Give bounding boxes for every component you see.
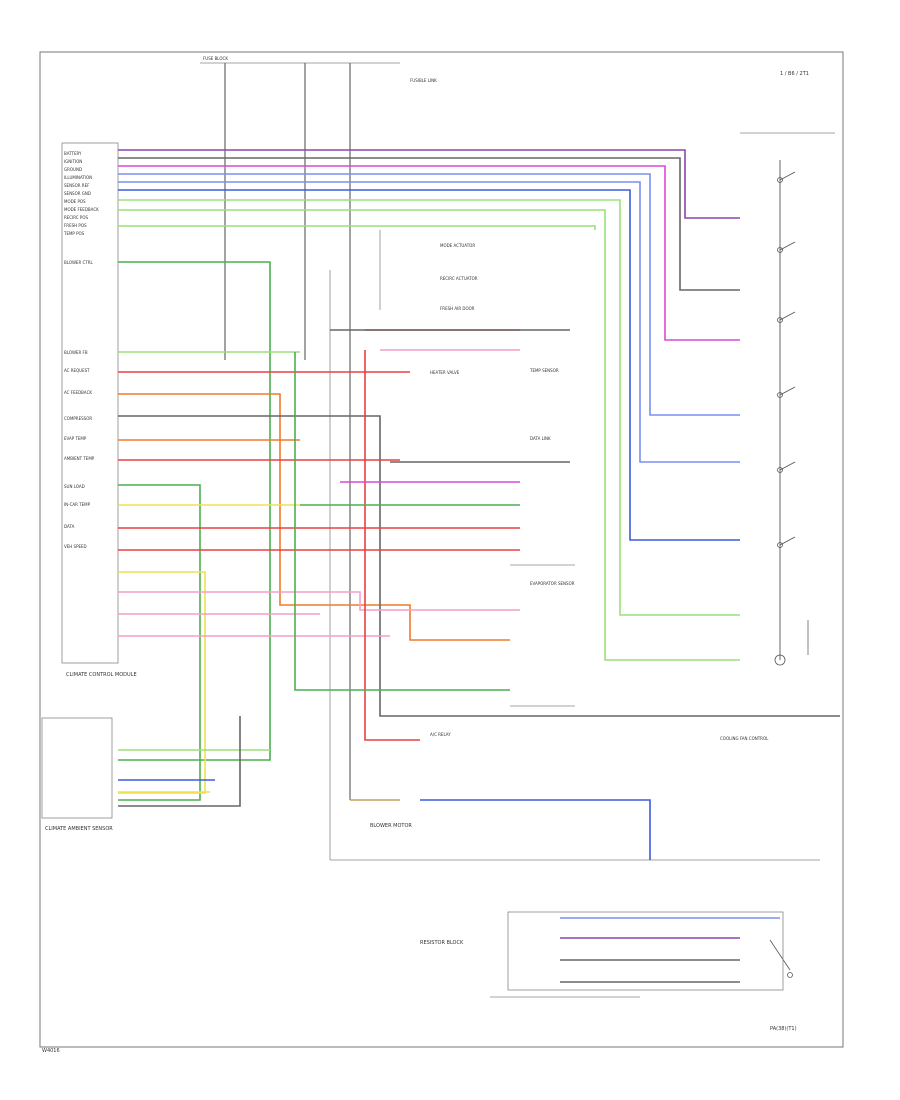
switch-contact-icon [777,392,783,398]
right-component-stack [769,160,809,978]
wire-gray [118,716,241,807]
switch-contact-icon [777,247,783,253]
top-right-note: 1 / B6 / 2T1 [780,71,809,77]
temp-sensor-label: TEMP SENSOR [529,368,559,373]
evap-sensor-label: EVAPORATOR SENSOR [530,581,575,586]
module-pin-labels: BATTERY IGNITION GROUND ILLUMINATION SENSOR … [63,151,99,549]
ambient-sensor-title: CLIMATE AMBIENT SENSOR [45,826,113,832]
wire-violet [118,149,740,219]
middle-components: MODE ACTUATOR RECIRC ACTUATOR FRESH AIR … [370,230,769,829]
module-pin-label: EVAP TEMP [64,436,87,441]
data-link-label: DATA LINK [530,436,551,441]
resistor-block-label: RESISTOR BLOCK [420,940,464,946]
module-pin-label: SENSOR REF [64,183,90,188]
module-pin-label: RECIRC POS [64,215,88,220]
module-pin-label: SENSOR GND [64,191,91,196]
module-pin-label: TEMP POS [63,231,85,236]
switch-arm [779,461,796,471]
climate-ambient-sensor: CLIMATE AMBIENT SENSOR [41,717,113,832]
diagram-frame [39,51,844,1048]
module-pin-label: SUN LOAD [64,484,85,489]
switch-contact-icon [777,177,783,183]
module-pin-label: GROUND [64,167,82,172]
switch-arm [779,171,796,181]
module-pin-label: MODE FEEDBACK [64,207,99,212]
wire-yellow [118,571,206,794]
resistor-switch-arm [769,939,791,971]
wire-blue [118,189,740,541]
resistor-block: RESISTOR BLOCK [420,911,784,998]
module-pin-label: AC FEEDBACK [64,390,92,395]
wire-lightgreen [118,199,740,616]
wire-bundle [118,149,840,983]
module-pin-label: IN-CAR TEMP [64,502,91,507]
module-pin-label: COMPRESSOR [64,416,92,421]
fuse-block: FUSE BLOCK FUSIBLE LINK [200,56,437,83]
switch-contact-icon [777,542,783,548]
wire-blue [420,799,651,860]
wire-gray [118,415,840,717]
feed-lines [224,63,835,861]
wire-green [294,352,510,691]
climate-control-module: CLIMATE CONTROL MODULE BATTERY IGNITION GR… [61,142,137,678]
module-pin-label: BATTERY [64,151,82,156]
module-title: CLIMATE CONTROL MODULE [66,672,137,678]
fuse-block-label: FUSE BLOCK [203,56,228,61]
wire-gray [118,157,740,291]
fresh-air-door-label: FRESH AIR DOOR [440,306,475,311]
wire-green [118,261,271,761]
resistor-block-outline [507,911,784,991]
recirc-actuator-label: RECIRC ACTUATOR [440,276,478,281]
switch-arm [779,386,796,396]
wire-lightgreen [118,209,740,661]
wire-pink [118,591,520,611]
switch-contact-icon [777,317,783,323]
ac-relay-label: A/C RELAY [430,732,451,737]
module-pin-label: AMBIENT TEMP [64,456,95,461]
wire-green [118,484,201,801]
cooling-fan-label: COOLING FAN CONTROL [720,736,769,741]
corner-code: W4016 [42,1048,60,1054]
wire-lightblue [118,181,740,463]
motor-symbol-icon [774,654,786,666]
module-pin-label: IGNITION [64,159,82,164]
switch-contact-icon [777,467,783,473]
wire-lightblue [118,173,740,416]
heater-valve-label: HEATER VALVE [430,370,460,375]
wire-orange [118,393,510,641]
fusible-link-label: FUSIBLE LINK [410,78,437,83]
bottom-right-code: PA(38)(T1) [770,1026,797,1032]
module-pin-label: BLOWER FB [64,350,88,355]
switch-arm [779,536,796,546]
ambient-sensor-outline [41,717,113,819]
wire-lightgreen [118,225,596,230]
resistor-contact-icon [787,972,793,978]
switch-arm [779,311,796,321]
module-pin-label: BLOWER CTRL [64,260,94,265]
module-pin-label: AC REQUEST [64,368,90,373]
module-pin-label: DATA [64,524,75,529]
mode-actuator-label: MODE ACTUATOR [440,243,475,248]
module-pin-label: MODE POS [64,199,86,204]
wire-red [364,350,420,741]
switch-arm [779,241,796,251]
blower-motor-label: BLOWER MOTOR [370,823,412,829]
wire-magenta [118,165,740,341]
module-pin-label: FRESH POS [64,223,87,228]
module-pin-label: ILLUMINATION [64,175,92,180]
module-outline [61,142,119,664]
module-pin-label: VEH SPEED [64,544,87,549]
